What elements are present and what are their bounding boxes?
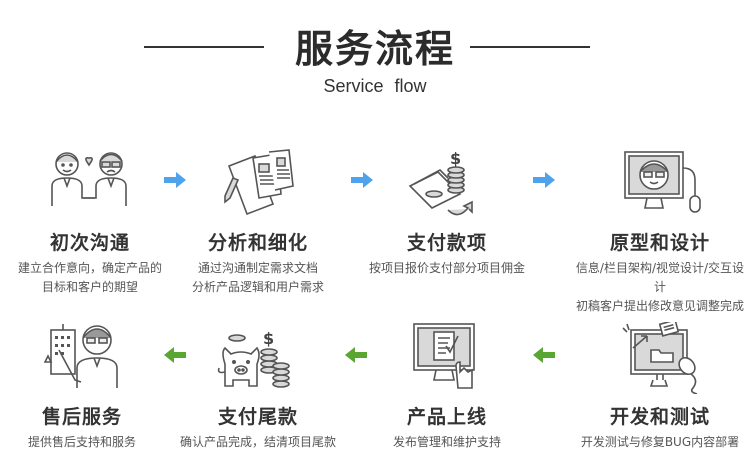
step-description: 通过沟通制定需求文档 分析产品逻辑和用户需求 (168, 259, 348, 297)
svg-text:$: $ (450, 149, 461, 168)
step-description-line: 信息/栏目架构/视觉设计/交互设计 (575, 261, 745, 294)
step-description-line: 分析产品逻辑和用户需求 (191, 280, 324, 294)
step-final-payment: $ 支付尾款 确认产品完成，结清项目尾款 (168, 322, 348, 452)
step-description-line: 建立合作意向，确定产品的 (17, 261, 162, 275)
step-payment: $ 支付款项 按项目报价支付部分项目佣金 (357, 148, 537, 278)
step-description: 确认产品完成，结清项目尾款 (168, 433, 348, 452)
step-description: 建立合作意向，确定产品的 目标和客户的期望 (0, 259, 180, 297)
monitor-folder-mouse-icon (622, 322, 698, 394)
step-description-line: 初稿客户提出修改意见调整完成 (575, 299, 744, 313)
step-initial-communication: 初次沟通 建立合作意向，确定产品的 目标和客户的期望 (0, 148, 180, 297)
step-description-line: 按项目报价支付部分项目佣金 (368, 261, 525, 275)
step-title: 产品上线 (406, 406, 487, 428)
step-title: 支付款项 (406, 232, 487, 254)
step-description-line: 确认产品完成，结清项目尾款 (179, 435, 336, 449)
monitor-checklist-icon (413, 323, 475, 389)
step-title: 售后服务 (41, 406, 122, 428)
page-title: 服务流程 (294, 27, 455, 71)
step-title: 原型和设计 (609, 232, 710, 254)
step-development-testing: 开发和测试 开发测试与修复BUG内容部署 (570, 322, 750, 452)
step-description-line: 发布管理和维护支持 (392, 435, 501, 449)
step-title: 支付尾款 (217, 406, 298, 428)
handshake-people-icon (51, 152, 127, 206)
svg-text:$: $ (263, 329, 274, 348)
monitor-avatar-icon (624, 151, 701, 213)
step-description: 信息/栏目架构/视觉设计/交互设计 初稿客户提出修改意见调整完成 (570, 259, 750, 316)
step-prototype-design: 原型和设计 信息/栏目架构/视觉设计/交互设计 初稿客户提出修改意见调整完成 (570, 148, 750, 316)
step-analysis-refinement: 分析和细化 通过沟通制定需求文档 分析产品逻辑和用户需求 (168, 148, 348, 297)
step-description-line: 开发测试与修复BUG内容部署 (580, 435, 740, 449)
step-description-line: 通过沟通制定需求文档 (197, 261, 318, 275)
title-divider-left (144, 46, 264, 48)
arrow-left-icon (164, 347, 186, 363)
support-person-building-icon (43, 324, 118, 388)
step-description: 开发测试与修复BUG内容部署 (570, 433, 750, 452)
wallet-coins-icon: $ (408, 149, 473, 216)
title-divider-right (470, 46, 590, 48)
arrow-left-icon (345, 347, 367, 363)
step-description: 按项目报价支付部分项目佣金 (357, 259, 537, 278)
arrow-right-icon (164, 172, 186, 188)
page-subtitle: Service flow (323, 76, 427, 96)
arrow-right-icon (533, 172, 555, 188)
header: 服务流程 Service flow (0, 0, 750, 110)
arrow-left-icon (533, 347, 555, 363)
step-description: 发布管理和维护支持 (357, 433, 537, 452)
step-title: 初次沟通 (49, 232, 130, 254)
piggy-bank-coins-icon: $ (217, 329, 290, 388)
arrow-right-icon (351, 172, 373, 188)
step-after-sales: 售后服务 提供售后支持和服务 (0, 322, 172, 452)
step-description-line: 目标和客户的期望 (41, 280, 138, 294)
step-description: 提供售后支持和服务 (0, 433, 172, 452)
documents-pencil-icon (224, 149, 294, 216)
step-product-launch: 产品上线 发布管理和维护支持 (357, 322, 537, 452)
step-title: 分析和细化 (207, 232, 308, 254)
step-title: 开发和测试 (609, 406, 710, 428)
step-description-line: 提供售后支持和服务 (27, 435, 136, 449)
